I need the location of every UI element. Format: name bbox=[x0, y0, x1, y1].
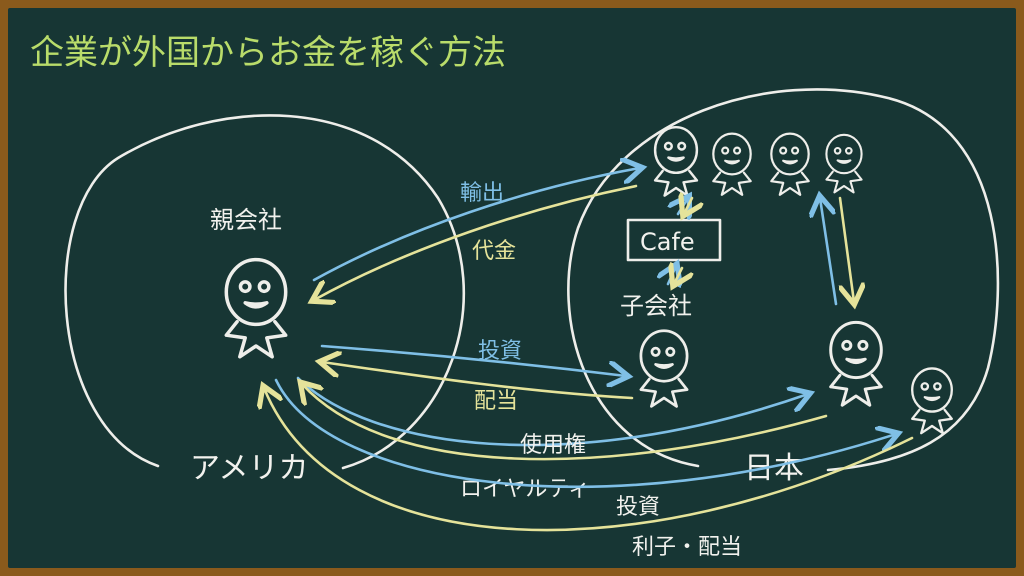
investment-label: 投資 bbox=[478, 339, 522, 364]
customer-person-icon bbox=[653, 125, 699, 197]
subsidiary-person-icon bbox=[639, 329, 689, 408]
japan-circle bbox=[567, 88, 1000, 472]
diagram-canvas: 企業が外国からお金を稼ぐ方法 アメリカ 日本 親会社 Cafe 子会社 輸出 代… bbox=[30, 33, 1000, 560]
investment-2-arrow bbox=[274, 378, 896, 488]
licensee-person-icon bbox=[829, 320, 883, 407]
cafe-label: Cafe bbox=[640, 228, 695, 256]
customer-person-icon bbox=[770, 132, 810, 196]
parent-company-person-icon bbox=[224, 257, 288, 359]
country-label-usa: アメリカ bbox=[190, 451, 309, 486]
customer-person-icon bbox=[712, 132, 752, 196]
license-arrow bbox=[296, 376, 808, 447]
dividend-label: 配当 bbox=[474, 389, 518, 414]
chalkboard: 企業が外国からお金を稼ぐ方法 アメリカ 日本 親会社 Cafe 子会社 輸出 代… bbox=[8, 8, 1016, 568]
license-label: 使用権 bbox=[520, 433, 586, 458]
export-arrow bbox=[312, 168, 640, 282]
payment-arrow bbox=[314, 184, 638, 300]
royalty-arrow bbox=[302, 384, 828, 461]
customer-person-icon bbox=[825, 133, 863, 194]
parent-company-label: 親会社 bbox=[210, 206, 282, 234]
interest-dividend-label: 利子・配当 bbox=[632, 535, 742, 560]
payment-label: 代金 bbox=[472, 239, 516, 264]
page-title: 企業が外国からお金を稼ぐ方法 bbox=[30, 33, 506, 73]
interest-dividend-arrow bbox=[264, 388, 914, 532]
investment-arrow bbox=[320, 344, 626, 376]
investment-2-label: 投資 bbox=[616, 495, 660, 520]
country-label-japan: 日本 bbox=[744, 451, 804, 486]
export-label: 輸出 bbox=[460, 181, 504, 206]
subsidiary-label: 子会社 bbox=[620, 292, 692, 320]
borrower-person-icon bbox=[911, 367, 953, 435]
dividend-arrow bbox=[322, 362, 634, 400]
